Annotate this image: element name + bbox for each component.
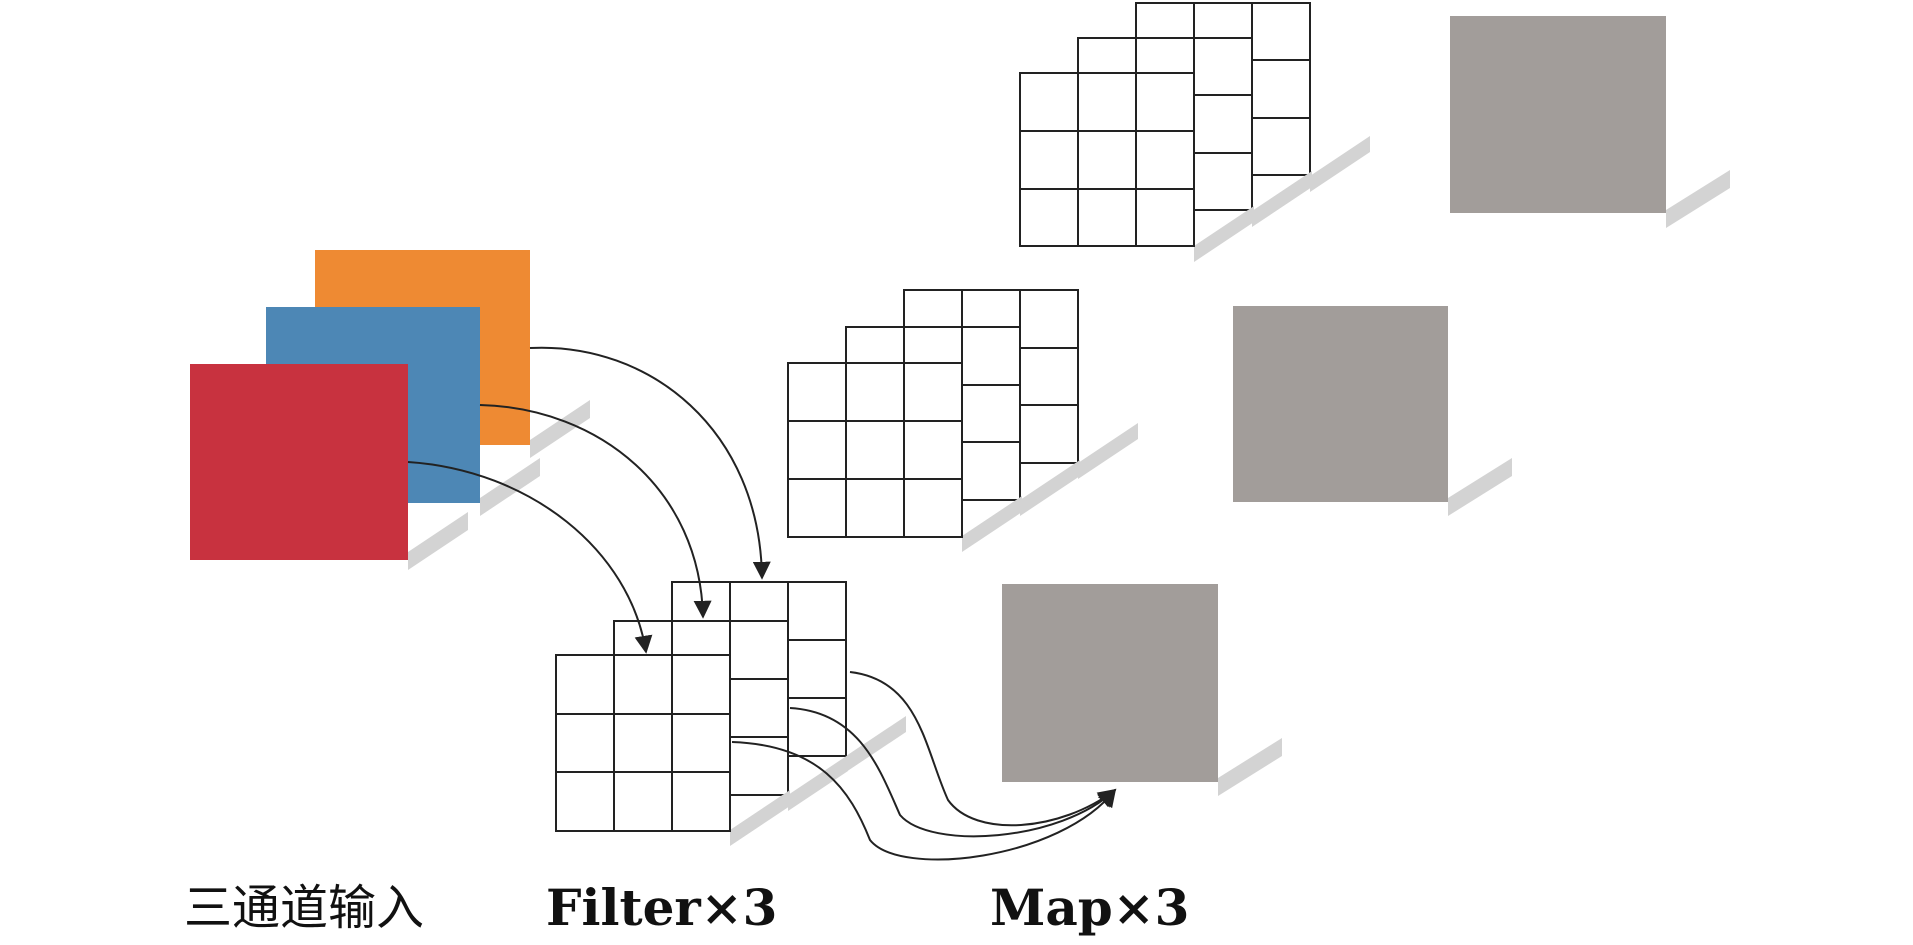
feature-map-top — [1450, 16, 1730, 228]
filter-kernel — [555, 654, 790, 846]
feature-map-middle — [1233, 306, 1512, 516]
arrow-orange-channel-to-filter — [529, 346, 771, 580]
input-channels — [190, 250, 590, 570]
arrow-red-channel-to-filter — [407, 461, 653, 654]
filter-label: Filter×3 — [546, 878, 778, 937]
input-to-filter-arrows — [407, 346, 771, 654]
input-channels-label: 三通道输入 — [184, 880, 425, 936]
arrow-filter-middle-to-map — [789, 707, 1117, 838]
filter-kernel — [787, 362, 1022, 552]
arrow-blue-channel-to-filter — [479, 404, 712, 619]
filter-kernel — [1019, 72, 1254, 262]
map-label: Map×3 — [990, 878, 1190, 937]
filter-stack-top — [1019, 2, 1370, 262]
arrow-filter-bottom-to-map — [731, 741, 1117, 861]
feature-maps — [1002, 16, 1730, 796]
arrow-filter-top-to-map — [849, 671, 1117, 827]
filter-to-map-arrows — [731, 671, 1117, 861]
feature-map-bottom — [1002, 584, 1282, 796]
filter-stack-middle — [787, 289, 1138, 552]
input-channel-red — [190, 364, 468, 570]
